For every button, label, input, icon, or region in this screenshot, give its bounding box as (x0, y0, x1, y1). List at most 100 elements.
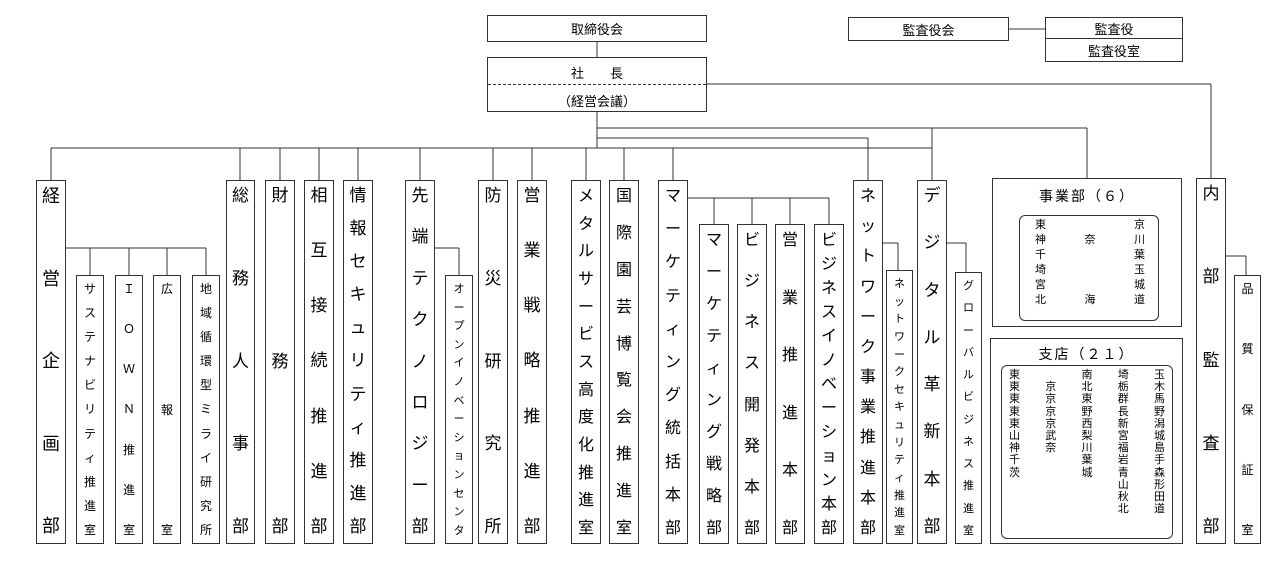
dept-biz-innovation: ビジネスイノベーション本部 (814, 224, 844, 544)
dept-label: 広報室 (161, 276, 173, 543)
dept-label-char: 本 (859, 487, 876, 507)
dept-label-char: Ｏ (122, 322, 135, 337)
dept-label-char: 進 (577, 490, 594, 510)
dept-sentan: 先端テクノロジー部 (405, 180, 435, 544)
shiten-char: 京 (1045, 416, 1057, 430)
dept-keiei: 経営企画部 (36, 180, 66, 544)
dept-label-char: ス (820, 302, 837, 321)
dept-label-char: 事 (232, 434, 249, 455)
dept-label-char: ビ (577, 324, 594, 344)
dept-label: 先端テクノロジー部 (412, 181, 429, 543)
shiten-char: 北 (1117, 502, 1129, 516)
jigyoubu-cell: 玉 (1134, 263, 1145, 276)
dept-label-char: サ (577, 268, 594, 288)
dept-label-char: ネ (963, 434, 974, 448)
dept-label: 情報セキュリティ推進部 (350, 181, 367, 543)
dept-label-char: ル (923, 327, 941, 348)
dept-label-char: 際 (615, 222, 632, 242)
dept-label-char: 画 (42, 433, 60, 455)
shiten-char: 南 (1081, 368, 1093, 381)
dept-label-char: 室 (894, 523, 905, 537)
dept-label-char: ビ (963, 390, 974, 404)
dept-label-char: シ (453, 430, 465, 444)
dept-label-char: ン (664, 351, 681, 371)
dept-label-char: 推 (894, 488, 905, 502)
shiten-char: 群 (1117, 392, 1129, 406)
dept-label-char: ク (859, 336, 876, 356)
dept-label-char: 人 (232, 351, 249, 372)
jigyoubu-cell: 宮 (1035, 278, 1046, 291)
dept-label-char: 推 (615, 444, 632, 464)
dept-label-char: タ (577, 213, 594, 233)
president-label: 社 長 (570, 67, 623, 82)
dept-label-char: 循 (199, 330, 212, 345)
dept-label-char: ジ (923, 233, 941, 254)
dept-label-char: 進 (963, 501, 974, 515)
dept-chiiki: 地域循環型ミライ研究所 (192, 275, 220, 544)
dept-network: ネットワーク事業推進本部 (853, 180, 883, 544)
shiten-bracket (1001, 365, 1173, 539)
dept-label-char: 報 (160, 402, 173, 417)
dept-label: 内部監査部 (1203, 179, 1220, 543)
dept-label-char: テ (411, 268, 429, 289)
jigyoubu-cell (1072, 247, 1109, 262)
dept-label-char: 保 (1241, 402, 1254, 417)
dept-label-char: 進 (781, 402, 798, 422)
dept-label-char: 査 (1202, 433, 1220, 454)
board-box: 取締役会 (487, 15, 707, 42)
dept-label: 地域循環型ミライ研究所 (200, 276, 212, 543)
dept-business-dev: ビジネス開発本部 (737, 224, 767, 544)
dept-label-char: ビ (820, 230, 837, 249)
dept-label-char: 部 (743, 517, 760, 537)
jigyoubu-cell: 北 (1035, 293, 1046, 306)
dept-label-char: イ (820, 326, 837, 345)
dept-label-char: 統 (664, 418, 681, 438)
shiten-char: 田 (1154, 490, 1165, 504)
dept-label-char: 室 (160, 523, 173, 537)
shiten-char: 長 (1117, 404, 1129, 418)
dept-label-char: ッ (859, 216, 876, 236)
dept-label-char: 室 (122, 522, 135, 537)
dept-label-char: ル (577, 241, 594, 261)
dept-label-char: Ｗ (122, 362, 135, 377)
dept-label-char: ク (894, 365, 905, 379)
dept-label-char: 略 (705, 486, 722, 505)
dept-label-char: 進 (310, 461, 328, 482)
shiten-char: 北 (1081, 380, 1093, 394)
dept-label-char: グ (664, 385, 681, 405)
dept-label-char: ン (453, 337, 465, 351)
dept-label-char: ー (963, 323, 974, 337)
shiten-char: 岩 (1117, 453, 1129, 467)
dept-label-char: ネ (743, 312, 760, 332)
jigyoubu-list: 東京神奈川千葉埼玉宮城北海道 (1035, 217, 1145, 307)
dept-label-char: ベ (820, 374, 837, 393)
dept-label-char: 略 (523, 351, 541, 372)
dept-label-char: 部 (349, 516, 367, 537)
dept-label-char: 報 (349, 219, 367, 240)
dept-label-char: ー (820, 398, 837, 417)
dept-label: ネットワーク事業推進本部 (860, 181, 876, 543)
shiten-char (1045, 467, 1056, 479)
dept-label-char: 経 (42, 186, 60, 207)
dept-label-char: 本 (781, 460, 798, 480)
dept-eigyou-senryaku: 営業戦略推進部 (517, 180, 547, 544)
shiten-list: 東東東東東山神千茨 京京京京武奈 南北東野西梨川葉城埼栃群長新宮福岩青山秋北玉木… (1009, 368, 1165, 516)
dept-label-char: ワ (859, 276, 876, 296)
jigyoubu-cell: 道 (1134, 293, 1145, 306)
dept-label-char: 部 (1202, 517, 1220, 537)
dept-label-char: ナ (83, 354, 96, 369)
dept-label-char: 部 (923, 516, 941, 537)
dept-label-char: ー (577, 296, 594, 316)
shiten-char: 東 (1009, 368, 1020, 381)
dept-label-char: 地 (199, 282, 212, 296)
dept-naibu: 内部監査部 (1196, 178, 1226, 544)
dept-label-char: 開 (743, 394, 760, 414)
dept-label-char: 部 (781, 517, 798, 537)
shiten-column: 京京京京武奈 (1045, 369, 1056, 515)
shiten-char: 西 (1081, 416, 1093, 430)
shiten-char: 京 (1045, 392, 1057, 406)
dept-label: デジタル革新本部 (924, 181, 941, 543)
dept-label-char: 博 (615, 333, 632, 353)
